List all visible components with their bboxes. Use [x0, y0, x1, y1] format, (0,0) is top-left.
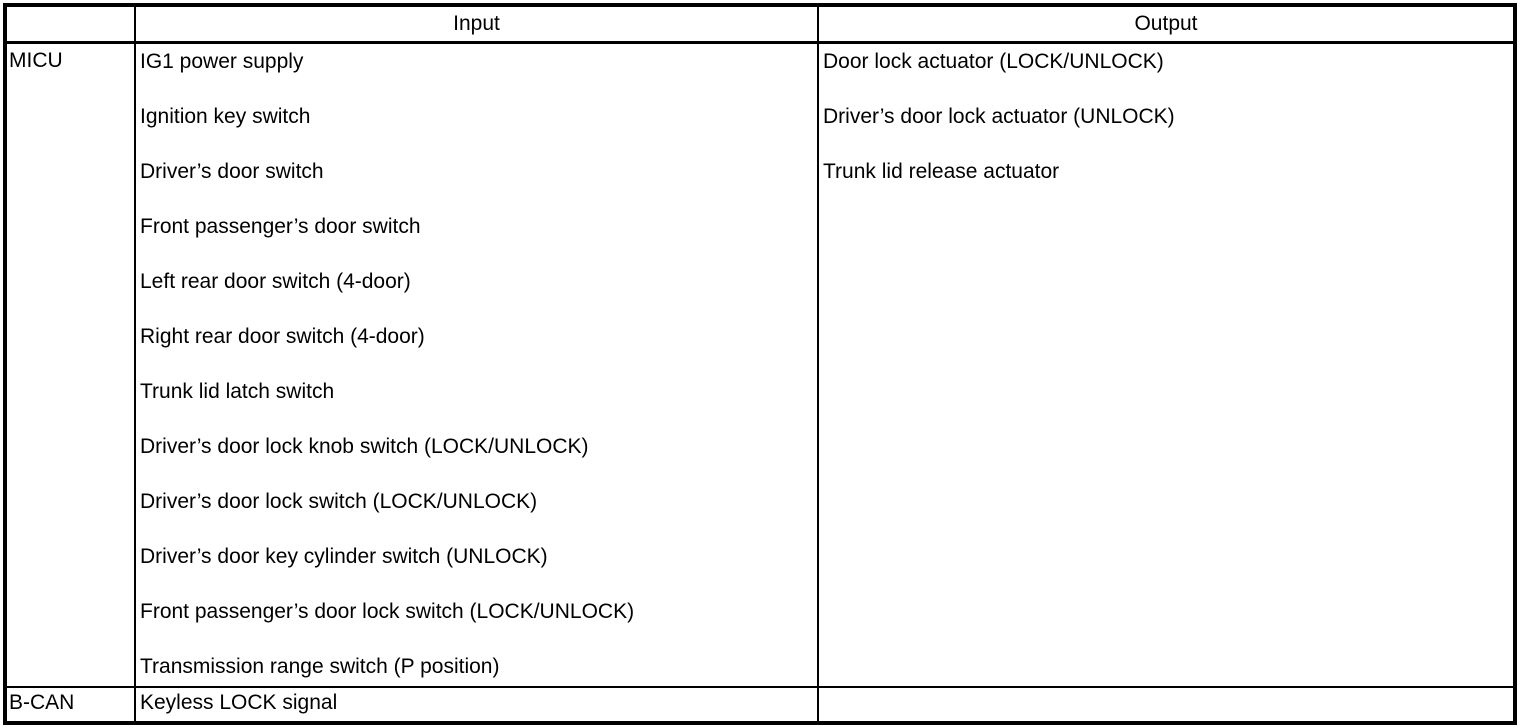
row-bcan-inputs: Keyless LOCK signal	[136, 688, 819, 721]
row-bcan-outputs	[819, 688, 1513, 721]
output-item: Driver’s door lock actuator (UNLOCK)	[823, 105, 1175, 128]
row-micu-outputs: Door lock actuator (LOCK/UNLOCK) Driver’s…	[819, 44, 1513, 688]
input-item: Front passenger’s door lock switch (LOCK…	[140, 600, 635, 623]
input-item: Ignition key switch	[140, 105, 311, 128]
input-item: Driver’s door switch	[140, 160, 324, 183]
header-cell-source	[7, 7, 136, 44]
output-item: Door lock actuator (LOCK/UNLOCK)	[823, 50, 1164, 73]
input-item: Trunk lid latch switch	[140, 380, 335, 403]
input-item: Driver’s door lock switch (LOCK/UNLOCK)	[140, 490, 538, 513]
source-label: B-CAN	[9, 691, 75, 714]
row-bcan-source: B-CAN	[7, 688, 136, 721]
input-item: Right rear door switch (4-door)	[140, 325, 425, 348]
input-item: Keyless LOCK signal	[140, 691, 338, 714]
output-item: Trunk lid release actuator	[823, 160, 1060, 183]
input-item: Transmission range switch (P position)	[140, 655, 500, 678]
header-cell-output: Output	[819, 7, 1513, 44]
row-micu-source: MICU	[7, 44, 136, 688]
input-item: Left rear door switch (4-door)	[140, 270, 411, 293]
input-item: Front passenger’s door switch	[140, 215, 421, 238]
input-item: Driver’s door lock knob switch (LOCK/UNL…	[140, 435, 589, 458]
header-cell-input: Input	[136, 7, 819, 44]
input-item: IG1 power supply	[140, 50, 304, 73]
header-input-label: Input	[453, 12, 500, 35]
header-output-label: Output	[1134, 12, 1198, 35]
input-item: Driver’s door key cylinder switch (UNLOC…	[140, 545, 548, 568]
source-label: MICU	[9, 49, 63, 72]
